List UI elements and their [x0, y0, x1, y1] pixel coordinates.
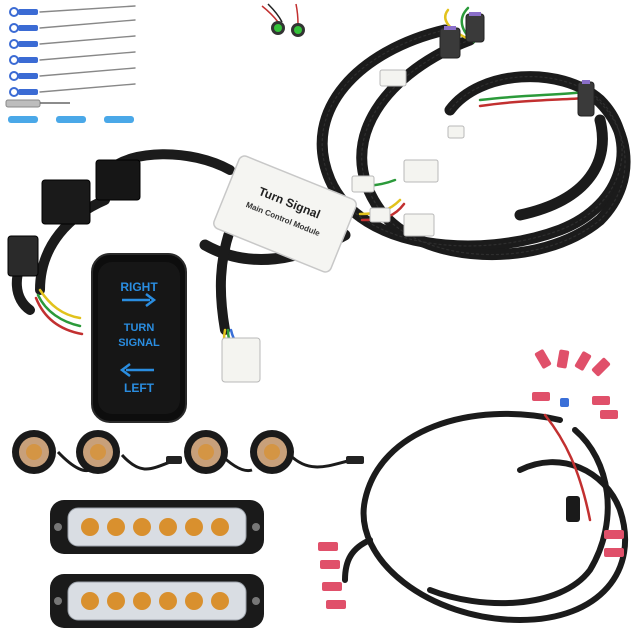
- led-light-bar: [50, 574, 264, 628]
- ring-terminal: [9, 83, 136, 97]
- ring-terminal: [9, 19, 136, 33]
- relay-harness: [7, 149, 261, 383]
- weatherpack-connector: [465, 13, 485, 43]
- switch-right-label: RIGHT: [120, 280, 158, 294]
- harness-connector: [447, 125, 465, 139]
- harness-connector: [369, 207, 391, 223]
- ring-terminal: [9, 35, 136, 49]
- led-light-bars: [50, 500, 264, 628]
- led-light-bar: [50, 500, 264, 554]
- arrow-left-icon: [119, 363, 154, 377]
- harness-connector: [379, 69, 407, 87]
- marker-light: [250, 430, 294, 474]
- green-indicator-leds: [261, 3, 305, 37]
- marker-light: [76, 430, 120, 474]
- switch-left-label: LEFT: [124, 381, 155, 395]
- crimp-terminals-top: [532, 349, 618, 419]
- weatherpack-connector: [439, 27, 461, 59]
- ring-terminal: [9, 51, 136, 65]
- crimp-terminals-bottom: [318, 530, 624, 609]
- main-wiring-harness: [199, 6, 631, 265]
- switch-turn-label: TURN: [124, 322, 155, 334]
- marker-light: [12, 430, 56, 474]
- turn-signal-rocker-switch: RIGHT TURN SIGNAL LEFT: [91, 253, 187, 423]
- switch-signal-label: SIGNAL: [118, 337, 160, 349]
- butt-connectors: [8, 116, 134, 123]
- harness-connector: [221, 337, 261, 383]
- round-marker-lights: [12, 430, 364, 474]
- bullet-connector: [346, 456, 364, 464]
- secondary-wiring-harness: [318, 349, 628, 624]
- bullet-connector: [166, 456, 182, 464]
- relay-socket: [7, 235, 39, 277]
- relay: [95, 159, 141, 201]
- marker-light: [184, 430, 228, 474]
- harness-connector: [351, 175, 375, 193]
- relay: [41, 179, 91, 225]
- harness-connector: [403, 159, 439, 183]
- ring-terminal: [9, 67, 136, 81]
- main-control-module: Turn Signal Main Control Module: [213, 155, 357, 273]
- harness-connector: [403, 213, 435, 237]
- weatherpack-connector: [577, 81, 595, 117]
- hardware-kit: [5, 5, 136, 123]
- ring-terminals: [9, 5, 136, 97]
- inline-fuse-holder: [566, 496, 580, 522]
- ring-terminal: [9, 5, 136, 17]
- arrow-right-icon: [122, 293, 157, 307]
- inline-fuse-holder: [5, 99, 70, 108]
